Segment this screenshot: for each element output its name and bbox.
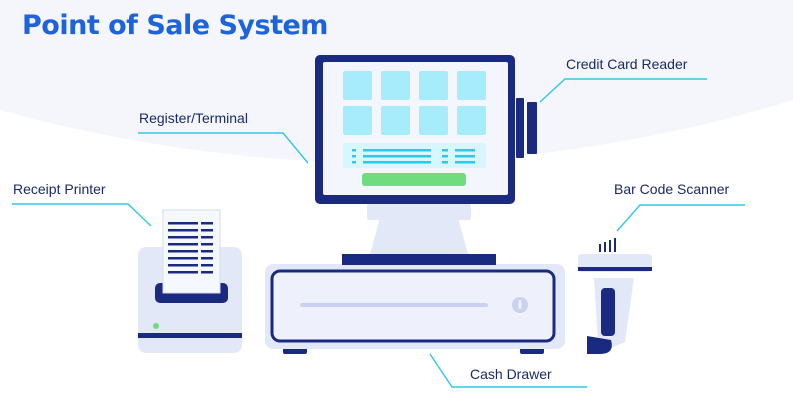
leader-register — [138, 132, 309, 164]
screen-receipt-lines — [352, 149, 475, 164]
scanner-grip-slot — [601, 288, 615, 336]
screen-tiles — [343, 71, 486, 135]
terminal-neck-cap — [367, 204, 471, 220]
scanner-stripe — [578, 267, 652, 271]
leader-card-reader — [539, 78, 707, 103]
page-title: Point of Sale System — [22, 10, 328, 41]
printer-status-led — [153, 323, 159, 329]
receipt-printer — [138, 209, 242, 353]
label-credit-card-reader: Credit Card Reader — [566, 56, 688, 72]
label-receipt-printer: Receipt Printer — [13, 181, 106, 197]
label-cash-drawer: Cash Drawer — [470, 366, 552, 382]
terminal-neck — [370, 218, 468, 254]
leader-printer — [12, 203, 152, 227]
terminal-base — [342, 254, 496, 265]
label-bar-code-scanner: Bar Code Scanner — [614, 181, 730, 197]
scanner-window — [599, 238, 616, 252]
screen-pay-bar — [362, 173, 466, 186]
credit-card-reader — [516, 98, 537, 158]
cash-drawer — [265, 264, 565, 354]
leader-cash-drawer — [429, 353, 587, 388]
printer-base-stripe — [138, 333, 242, 338]
register-terminal — [315, 55, 515, 265]
receipt-lines — [168, 222, 213, 274]
bar-code-scanner — [578, 238, 652, 354]
leader-scanner — [616, 204, 745, 232]
scanner-tail — [587, 336, 612, 354]
drawer-handle — [300, 303, 488, 307]
leader-lines — [12, 78, 745, 388]
label-register-terminal: Register/Terminal — [139, 110, 248, 126]
